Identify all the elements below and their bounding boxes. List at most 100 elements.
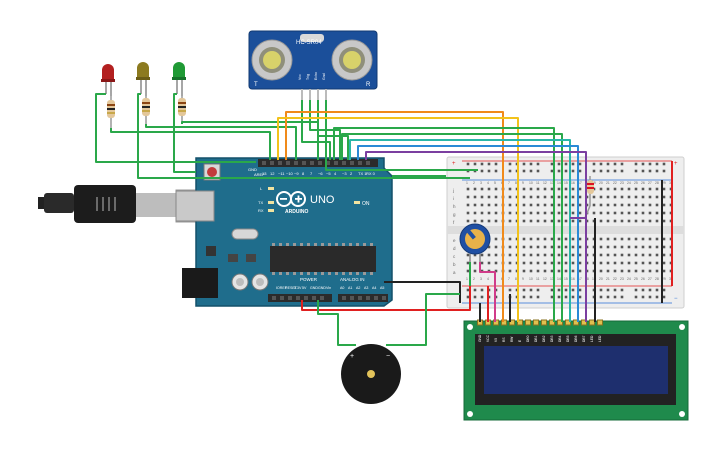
breadboard-hole[interactable]	[508, 203, 512, 207]
breadboard-hole[interactable]	[606, 269, 610, 273]
breadboard-hole[interactable]	[543, 219, 547, 223]
rail-hole[interactable]	[522, 162, 526, 166]
breadboard-hole[interactable]	[613, 211, 617, 215]
breadboard-hole[interactable]	[557, 219, 561, 223]
breadboard-hole[interactable]	[557, 245, 561, 249]
breadboard-hole[interactable]	[557, 211, 561, 215]
rail-hole[interactable]	[550, 169, 554, 173]
breadboard-hole[interactable]	[655, 261, 659, 265]
breadboard-hole[interactable]	[641, 211, 645, 215]
lcd-pin[interactable]	[589, 319, 595, 326]
rail-hole[interactable]	[522, 169, 526, 173]
breadboard-hole[interactable]	[620, 203, 624, 207]
breadboard-hole[interactable]	[655, 253, 659, 257]
breadboard-hole[interactable]	[627, 245, 631, 249]
breadboard-hole[interactable]	[494, 203, 498, 207]
breadboard-hole[interactable]	[634, 211, 638, 215]
lcd-pin[interactable]	[533, 319, 539, 326]
rail-hole[interactable]	[536, 295, 540, 299]
breadboard-hole[interactable]	[508, 261, 512, 265]
breadboard-hole[interactable]	[627, 219, 631, 223]
breadboard-hole[interactable]	[550, 269, 554, 273]
rail-hole[interactable]	[662, 169, 666, 173]
rail-hole[interactable]	[641, 169, 645, 173]
breadboard-hole[interactable]	[564, 269, 568, 273]
breadboard-hole[interactable]	[550, 195, 554, 199]
breadboard-hole[interactable]	[480, 219, 484, 223]
breadboard-hole[interactable]	[578, 219, 582, 223]
breadboard-hole[interactable]	[557, 269, 561, 273]
breadboard-hole[interactable]	[641, 195, 645, 199]
breadboard-hole[interactable]	[592, 203, 596, 207]
breadboard-hole[interactable]	[557, 195, 561, 199]
breadboard-hole[interactable]	[473, 187, 477, 191]
lcd-pin[interactable]	[573, 319, 579, 326]
breadboard-hole[interactable]	[543, 261, 547, 265]
breadboard-hole[interactable]	[466, 269, 470, 273]
rail-hole[interactable]	[564, 288, 568, 292]
breadboard-hole[interactable]	[508, 195, 512, 199]
breadboard-hole[interactable]	[473, 203, 477, 207]
rail-hole[interactable]	[599, 288, 603, 292]
breadboard-hole[interactable]	[536, 253, 540, 257]
breadboard-hole[interactable]	[627, 195, 631, 199]
rail-hole[interactable]	[494, 162, 498, 166]
breadboard-hole[interactable]	[634, 253, 638, 257]
breadboard-hole[interactable]	[508, 253, 512, 257]
breadboard-hole[interactable]	[543, 237, 547, 241]
rail-hole[interactable]	[571, 169, 575, 173]
rail-hole[interactable]	[606, 169, 610, 173]
rail-hole[interactable]	[648, 288, 652, 292]
rail-hole[interactable]	[564, 295, 568, 299]
rail-hole[interactable]	[620, 288, 624, 292]
breadboard-hole[interactable]	[473, 211, 477, 215]
rail-hole[interactable]	[564, 162, 568, 166]
rail-hole[interactable]	[529, 288, 533, 292]
breadboard-hole[interactable]	[571, 203, 575, 207]
breadboard-hole[interactable]	[466, 211, 470, 215]
breadboard-hole[interactable]	[641, 219, 645, 223]
breadboard-hole[interactable]	[571, 195, 575, 199]
lcd-pin[interactable]	[541, 319, 547, 326]
breadboard-hole[interactable]	[606, 211, 610, 215]
rail-hole[interactable]	[536, 288, 540, 292]
rail-hole[interactable]	[620, 162, 624, 166]
breadboard-hole[interactable]	[662, 187, 666, 191]
breadboard-hole[interactable]	[557, 261, 561, 265]
breadboard-hole[interactable]	[494, 219, 498, 223]
rail-hole[interactable]	[480, 288, 484, 292]
rail-hole[interactable]	[613, 162, 617, 166]
breadboard-hole[interactable]	[613, 269, 617, 273]
lcd-pin[interactable]	[557, 319, 563, 326]
breadboard-hole[interactable]	[473, 253, 477, 257]
breadboard-hole[interactable]	[578, 195, 582, 199]
breadboard-hole[interactable]	[592, 195, 596, 199]
breadboard-hole[interactable]	[662, 269, 666, 273]
rail-hole[interactable]	[641, 162, 645, 166]
rail-hole[interactable]	[536, 162, 540, 166]
breadboard-hole[interactable]	[627, 203, 631, 207]
rail-hole[interactable]	[571, 288, 575, 292]
lcd-pin[interactable]	[581, 319, 587, 326]
rail-hole[interactable]	[480, 169, 484, 173]
breadboard-hole[interactable]	[599, 253, 603, 257]
breadboard-hole[interactable]	[543, 269, 547, 273]
breadboard-hole[interactable]	[473, 261, 477, 265]
reset-button[interactable]	[207, 167, 217, 177]
breadboard-hole[interactable]	[564, 219, 568, 223]
breadboard-hole[interactable]	[480, 261, 484, 265]
breadboard-hole[interactable]	[634, 219, 638, 223]
lcd-pin[interactable]	[549, 319, 555, 326]
breadboard-hole[interactable]	[522, 269, 526, 273]
rail-hole[interactable]	[550, 288, 554, 292]
breadboard-hole[interactable]	[473, 219, 477, 223]
breadboard-hole[interactable]	[606, 245, 610, 249]
breadboard-hole[interactable]	[662, 261, 666, 265]
rail-hole[interactable]	[648, 295, 652, 299]
breadboard-hole[interactable]	[613, 261, 617, 265]
breadboard-hole[interactable]	[578, 253, 582, 257]
breadboard-hole[interactable]	[655, 195, 659, 199]
breadboard-hole[interactable]	[494, 245, 498, 249]
breadboard-hole[interactable]	[571, 219, 575, 223]
breadboard-hole[interactable]	[578, 261, 582, 265]
